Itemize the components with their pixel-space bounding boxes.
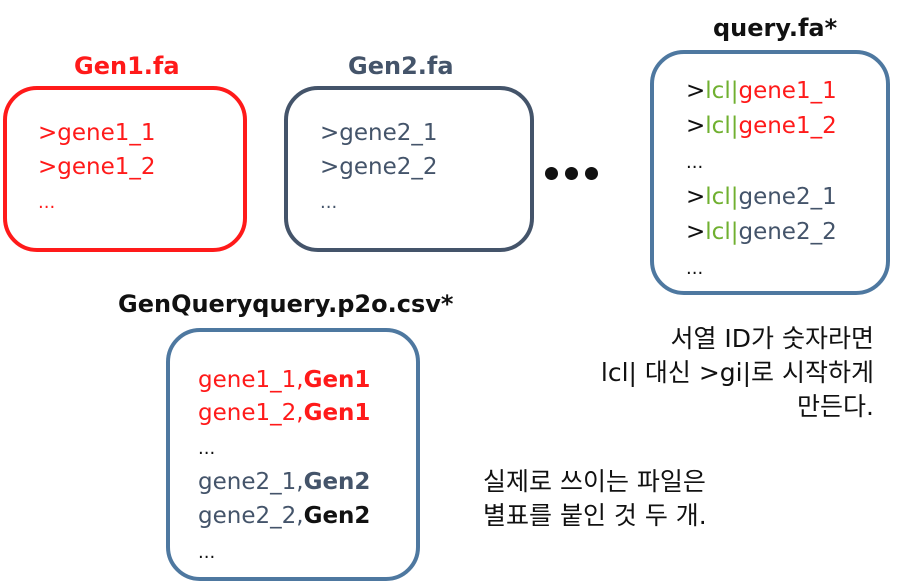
query-gt: > bbox=[686, 184, 706, 210]
query-row-2: >lcl|gene1_2 bbox=[686, 109, 837, 143]
note-seqid: 서열 ID가 숫자라면 lcl| 대신 >gi|로 시작하게 만든다. bbox=[601, 322, 874, 424]
query-id: gene1_1 bbox=[738, 78, 837, 104]
query-bar: | bbox=[730, 219, 739, 245]
note-seqid-line-2: lcl| 대신 >gi|로 시작하게 bbox=[600, 358, 874, 387]
query-bar: | bbox=[730, 113, 739, 139]
note-files-line-2: 별표를 붙인 것 두 개. bbox=[483, 501, 707, 530]
csv-gene-id: gene1_1, bbox=[198, 367, 304, 393]
query-id: gene1_2 bbox=[738, 113, 837, 139]
gen2-line-2: >gene2_2 bbox=[320, 154, 438, 180]
query-lcl: lcl bbox=[705, 78, 731, 104]
gen1-line-3: ... bbox=[38, 192, 56, 213]
note-seqid-line-1: 서열 ID가 숫자라면 bbox=[670, 324, 874, 353]
gen2-file-box bbox=[284, 86, 534, 252]
csv-gene-id: gene2_2, bbox=[198, 503, 304, 529]
gen1-file-box bbox=[3, 86, 247, 252]
csv-row-3: gene2_1,Gen2 bbox=[198, 465, 370, 499]
csv-ellipsis-1: ... bbox=[198, 438, 216, 459]
csv-file-box bbox=[166, 328, 420, 581]
note-files: 실제로 쓰이는 파일은 별표를 붙인 것 두 개. bbox=[483, 465, 707, 533]
csv-ellipsis-2: ... bbox=[198, 542, 216, 563]
query-title: query.fa* bbox=[713, 14, 838, 42]
query-id: gene2_1 bbox=[738, 184, 837, 210]
csv-row-4: gene2_2,Gen2 bbox=[198, 499, 370, 533]
query-gt: > bbox=[686, 219, 706, 245]
query-bar: | bbox=[730, 78, 739, 104]
query-gt: > bbox=[686, 113, 706, 139]
gen1-line-2: >gene1_2 bbox=[38, 154, 156, 180]
gen2-line-3: ... bbox=[320, 192, 338, 213]
csv-gene-id: gene2_1, bbox=[198, 469, 304, 495]
query-lcl: lcl bbox=[705, 219, 731, 245]
csv-title: GenQueryquery.p2o.csv* bbox=[118, 290, 454, 318]
query-gt: > bbox=[686, 78, 706, 104]
query-row-4: >lcl|gene2_2 bbox=[686, 215, 837, 249]
csv-genome: Gen2 bbox=[303, 503, 371, 529]
query-id: gene2_2 bbox=[738, 219, 837, 245]
gen2-line-1: >gene2_1 bbox=[320, 120, 438, 146]
note-files-line-1: 실제로 쓰이는 파일은 bbox=[483, 467, 706, 496]
query-ellipsis-2: ... bbox=[686, 258, 704, 279]
query-ellipsis-1: ... bbox=[686, 152, 704, 173]
query-file-box bbox=[650, 50, 890, 295]
query-lcl: lcl bbox=[705, 184, 731, 210]
csv-genome: Gen1 bbox=[303, 400, 371, 426]
csv-row-1: gene1_1,Gen1 bbox=[198, 363, 370, 397]
gen1-title: Gen1.fa bbox=[74, 52, 180, 80]
gen2-title: Gen2.fa bbox=[348, 52, 454, 80]
query-row-1: >lcl|gene1_1 bbox=[686, 74, 837, 108]
csv-gene-id: gene1_2, bbox=[198, 400, 304, 426]
query-bar: | bbox=[730, 184, 739, 210]
more-files-dots-icon bbox=[545, 164, 601, 184]
csv-row-2: gene1_2,Gen1 bbox=[198, 396, 370, 430]
query-lcl: lcl bbox=[705, 113, 731, 139]
csv-genome: Gen1 bbox=[303, 367, 371, 393]
csv-genome: Gen2 bbox=[303, 469, 371, 495]
note-seqid-line-3: 만든다. bbox=[797, 392, 874, 421]
query-row-3: >lcl|gene2_1 bbox=[686, 180, 837, 214]
gen1-line-1: >gene1_1 bbox=[38, 120, 156, 146]
